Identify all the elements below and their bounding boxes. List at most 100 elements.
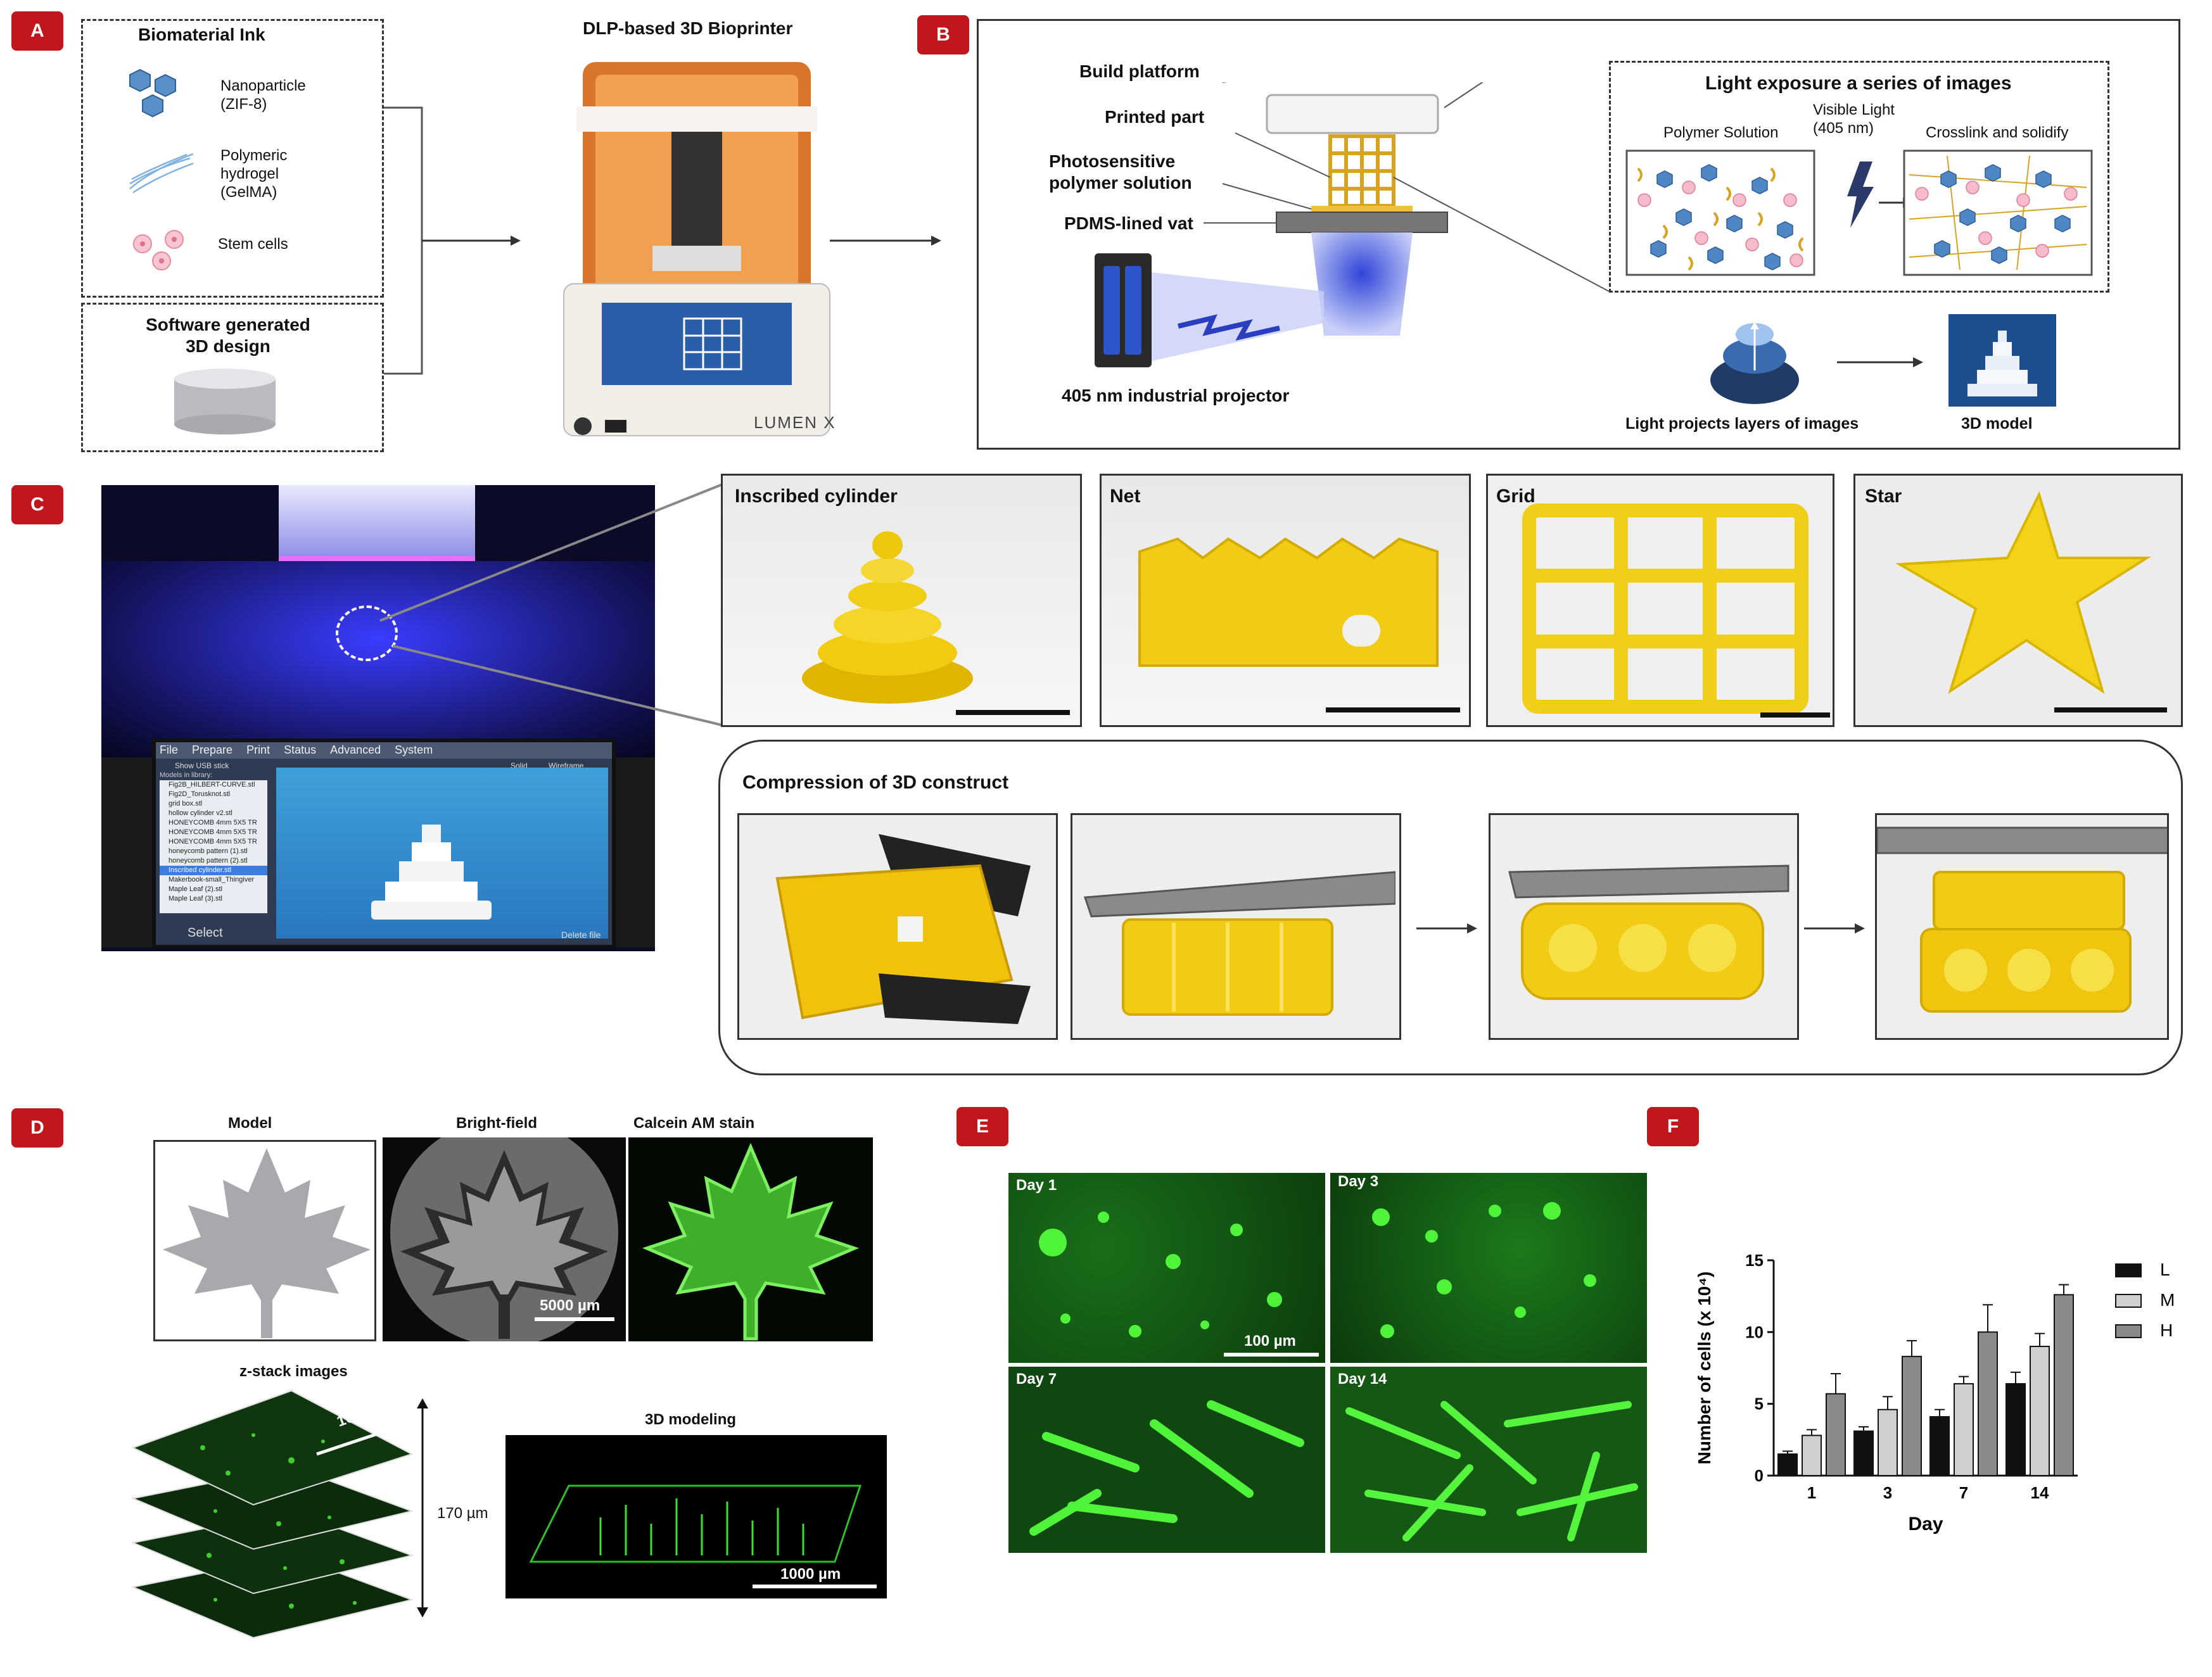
legend-label-L: L xyxy=(2160,1260,2170,1279)
bar-L xyxy=(1777,1453,1798,1476)
3d-modeling-title: 3D modeling xyxy=(645,1411,737,1428)
bar-M xyxy=(1954,1383,1974,1476)
zstack-title: z-stack images xyxy=(239,1363,348,1380)
polymer-solution-figure xyxy=(1625,149,1815,276)
y-tick-label: 0 xyxy=(1755,1466,1764,1485)
shape-label-cylinder: Inscribed cylinder xyxy=(735,486,898,507)
y-tick-label: 5 xyxy=(1755,1395,1764,1414)
screen-tab-status[interactable]: Status xyxy=(284,744,317,756)
screen-tab-system[interactable]: System xyxy=(395,744,433,756)
day-label-1: Day 1 xyxy=(1016,1177,1057,1194)
net-photo xyxy=(1100,474,1471,727)
day1-image: Day 1 100 µm xyxy=(1008,1173,1325,1363)
screen-tab-advanced[interactable]: Advanced xyxy=(330,744,381,756)
grid-photo xyxy=(1486,474,1834,727)
panel-letter-f: F xyxy=(1647,1107,1699,1146)
compression-photo-4 xyxy=(1875,813,2169,1040)
scale-bar xyxy=(1326,707,1460,712)
scale-bar xyxy=(1760,712,1830,718)
bar-H xyxy=(1826,1393,1846,1476)
depth-label: 170 µm xyxy=(437,1505,488,1522)
legend-swatch-L xyxy=(2115,1263,2142,1277)
screen-file-item[interactable]: grid box.stl xyxy=(168,800,203,807)
screen-file-item[interactable]: Inscribed cylinder.stl xyxy=(160,866,267,875)
panel-b-frame xyxy=(977,19,2180,450)
light-exposure-box xyxy=(1609,61,2109,293)
screen-tab-file[interactable]: File xyxy=(160,744,179,756)
arrow-a-to-b xyxy=(830,236,941,246)
day7-image: Day 7 xyxy=(1008,1367,1325,1553)
scale-bar xyxy=(535,1317,614,1321)
biomaterial-ink-title: Biomaterial Ink xyxy=(138,25,265,44)
scale-bar xyxy=(753,1585,877,1588)
stem-cells-label: Stem cells xyxy=(218,236,288,253)
light-exposure-title: Light exposure a series of images xyxy=(1705,73,2012,94)
polymer-solution-label: Polymer Solution xyxy=(1663,124,1779,141)
legend-swatch-H xyxy=(2115,1324,2142,1338)
compression-arrow-1 xyxy=(1416,923,1477,933)
nanoparticle-icon xyxy=(129,68,176,118)
hydrogel-label: Polymeric hydrogel (GelMA) xyxy=(220,147,288,201)
3d-model-icon xyxy=(1948,314,2056,407)
screen-tab-print[interactable]: Print xyxy=(246,744,270,756)
panel-letter-e: E xyxy=(957,1107,1008,1146)
screen-delete-button[interactable]: Delete file xyxy=(561,930,601,940)
compression-arrow-2 xyxy=(1804,923,1865,933)
panel-letter-d: D xyxy=(11,1108,63,1148)
compression-frame xyxy=(718,740,2183,1075)
day-label-14: Day 14 xyxy=(1338,1370,1387,1388)
x-tick-label: 3 xyxy=(1883,1483,1892,1502)
scale-label-100: 100 µm xyxy=(1244,1332,1296,1350)
screen-file-item[interactable]: Maple Leaf (2).stl xyxy=(168,885,222,893)
projector-label: 405 nm industrial projector xyxy=(1062,386,1290,405)
compression-photo-2 xyxy=(1071,813,1401,1040)
build-platform-label: Build platform xyxy=(1079,61,1200,81)
legend-swatch-M xyxy=(2115,1294,2142,1308)
scale-bar xyxy=(1224,1353,1319,1357)
layers-label: Light projects layers of images xyxy=(1625,415,1859,433)
zoom-lines xyxy=(379,483,723,726)
arrow-layers-to-model xyxy=(1837,357,1923,367)
screen-file-item[interactable]: Fig2B_HILBERT-CURVE.stl xyxy=(168,781,255,788)
y-axis-label: Number of cells (x 10⁴) xyxy=(1694,1272,1714,1465)
bar-H xyxy=(1902,1355,1922,1476)
bar-M xyxy=(1878,1408,1898,1477)
3d-modeling-image: 1000 µm xyxy=(505,1435,887,1598)
cylinder-model-icon xyxy=(174,369,276,434)
bar-H xyxy=(1978,1331,1998,1476)
screen-select-button[interactable]: Select xyxy=(188,926,223,940)
stem-cells-icon xyxy=(133,230,184,270)
screen-file-item[interactable]: HONEYCOMB 4mm 5X5 TR xyxy=(168,819,257,826)
maple-model-image xyxy=(153,1140,376,1341)
bioprinter-title: DLP-based 3D Bioprinter xyxy=(583,18,793,38)
star-photo xyxy=(1853,474,2183,727)
y-tick-label: 15 xyxy=(1745,1251,1764,1270)
scale-label-5000: 5000 µm xyxy=(540,1297,601,1314)
screen-usb-toggle[interactable]: Show USB stick xyxy=(175,761,229,770)
shape-label-net: Net xyxy=(1110,486,1141,507)
screen-file-item[interactable]: hollow cylinder v2.stl xyxy=(168,809,232,817)
bar-L xyxy=(2005,1383,2026,1476)
calcein-image xyxy=(628,1137,873,1341)
printer-schematic xyxy=(1095,82,1610,367)
screen-file-item[interactable]: HONEYCOMB 4mm 5X5 TR xyxy=(168,838,257,845)
bar-M xyxy=(1802,1434,1822,1476)
screen-file-item[interactable]: Fig2D_Torusknot.stl xyxy=(168,790,231,798)
bracket-connector xyxy=(384,106,521,375)
depth-arrow xyxy=(417,1398,428,1617)
brightfield-title: Bright-field xyxy=(456,1115,537,1132)
screen-file-item[interactable]: honeycomb pattern (1).stl xyxy=(168,847,248,855)
bioprinter-photo xyxy=(563,62,830,436)
screen-file-item[interactable]: HONEYCOMB 4mm 5X5 TR xyxy=(168,828,257,836)
screen-tab-prepare[interactable]: Prepare xyxy=(192,744,233,756)
printer-screen-photo: File Prepare Print Status Advanced Syste… xyxy=(101,485,655,951)
screen-file-item[interactable]: Maple Leaf (3).stl xyxy=(168,895,222,902)
screen-file-item[interactable]: Makerbook-small_Thingiver xyxy=(168,876,255,883)
software-design-box xyxy=(81,303,384,452)
screen-file-item[interactable]: honeycomb pattern (2).stl xyxy=(168,857,248,864)
3d-model-label: 3D model xyxy=(1961,415,2033,433)
shape-label-star: Star xyxy=(1865,486,1902,507)
crosslink-label: Crosslink and solidify xyxy=(1926,124,2069,141)
